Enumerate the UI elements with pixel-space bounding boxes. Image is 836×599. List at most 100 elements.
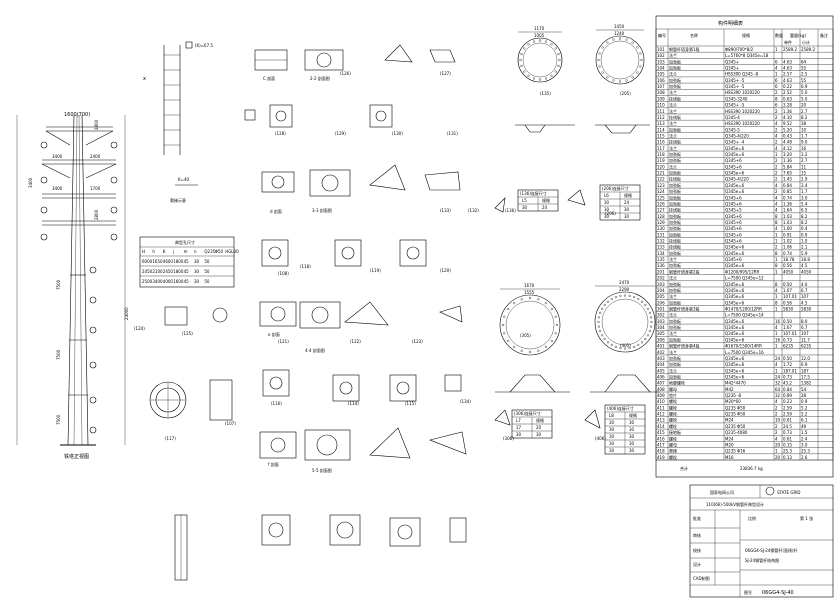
bom-cell: 1	[775, 344, 778, 349]
bom-cell: 0.9	[801, 232, 808, 237]
bom-cell: 125	[657, 195, 665, 200]
bom-cell: 17.5	[801, 374, 810, 379]
bom-cell: Q235 Φ16	[725, 449, 746, 454]
bom-cell: 加劲板	[669, 126, 681, 132]
bom-cell: 4.63	[783, 78, 792, 83]
bom-cell: 1.67	[783, 325, 792, 330]
tb-row-label: 设计	[693, 561, 701, 567]
view-44-label: 4-4 剖面图	[305, 347, 325, 353]
bom-cell: 130	[657, 226, 665, 231]
bom-cell: Φ1200/995/12RR	[725, 269, 760, 274]
bom-cell: 加劲板	[669, 287, 681, 293]
bom-cell: 131	[657, 232, 665, 237]
bom-cell: Q345e=6	[725, 183, 745, 188]
bom-cell: 法兰	[669, 102, 677, 108]
bom-cell: 12.0	[801, 356, 810, 361]
part-number-label: (205)	[620, 91, 631, 96]
part-number-bubbles: (126)(127)(128)(129)(130)(131)(132)(133)…	[134, 71, 631, 441]
tower-top-label: 1600(700)	[64, 112, 90, 118]
bom-cell: 407	[657, 381, 665, 386]
bom-cell: L=7500 Q345e=16	[725, 350, 764, 355]
bom-cell: 0.50	[783, 356, 792, 361]
bom-cell: 1.02	[783, 239, 792, 244]
bom-cell: 6.5	[801, 208, 808, 213]
bom-cell: 2	[775, 412, 778, 417]
bom-cell: 0.91	[783, 232, 792, 237]
hole-table-cell: 2500	[142, 279, 153, 284]
tb-row-label: 批准	[693, 515, 701, 521]
connection-table-title: (136)连接尺寸	[520, 190, 547, 196]
bom-cell: 0.73	[783, 430, 792, 435]
bolt-hole	[631, 76, 634, 79]
bom-cell: 418	[657, 449, 665, 454]
bom-cell: 64	[801, 59, 807, 64]
bom-cell: Q345e=6	[725, 189, 745, 194]
bom-cell: 2589.2	[801, 47, 815, 52]
bom-cell: 5.4	[801, 201, 808, 206]
bom-cell: 加劲板	[669, 231, 681, 237]
part-number-label: (130)	[392, 131, 403, 136]
bolt-hole	[631, 41, 634, 44]
bom-cell: 1	[775, 368, 778, 373]
drawing-name-2: SJ-24钢管杆结构图	[745, 557, 779, 563]
bom-cell: 133	[657, 245, 665, 250]
hole-table-cell: 2450	[142, 269, 153, 274]
bom-cell: 404	[657, 362, 665, 367]
bom-cell: 8.2	[801, 220, 808, 225]
bom-cell: 8	[775, 214, 778, 219]
bolt-hole	[625, 79, 628, 82]
bom-cell: 416	[657, 436, 665, 441]
bolt-hole	[513, 302, 516, 305]
flange-outer-ring	[595, 35, 645, 85]
dim-label: 7500	[56, 349, 61, 360]
bom-cell: 8	[775, 251, 778, 256]
bom-cell: 1.03	[783, 214, 792, 219]
bom-cell: 螺母	[669, 386, 677, 392]
tb-sheet-label: 第 1 张	[800, 515, 813, 521]
bom-cell: 2	[775, 405, 778, 410]
bom-cell: Q345+ -5	[725, 78, 745, 83]
bom-header: 备注	[820, 32, 828, 38]
bom-cell: 加劲板	[669, 262, 681, 268]
bom-cell: M42	[725, 387, 734, 392]
bom-cell: 4.63	[783, 66, 792, 71]
view-33-label: 3-3 剖面图	[312, 207, 332, 213]
bom-cell: 加劲板	[669, 170, 681, 176]
bom-cell: 4	[775, 121, 778, 126]
hole-table-header: n	[194, 249, 197, 254]
tower-crossarms	[41, 126, 117, 226]
bom-cell: 螺栓	[669, 435, 677, 441]
bom-cell: 3.2	[801, 152, 808, 157]
bom-cell: Q345e=6	[725, 356, 745, 361]
bom-cell: 409	[657, 393, 665, 398]
bom-cell: 117	[657, 146, 665, 151]
hole-table-header: H	[142, 249, 145, 254]
bom-cell: 法兰	[669, 71, 677, 77]
bom-cell: 412	[657, 412, 665, 417]
hole-table-header: Φ50	[215, 249, 224, 254]
bom-cell: 129	[657, 220, 665, 225]
bom-cell: 0.73	[783, 337, 792, 342]
bolt-hole	[507, 339, 510, 342]
flange-od-label: 1450	[614, 24, 625, 29]
connection-table-cell: 30	[522, 205, 528, 210]
bom-cell: 加劲板	[669, 361, 681, 367]
bom-cell: 1.36	[783, 109, 792, 114]
bom-cell: 10	[801, 127, 807, 132]
hole-table-cell: 4600	[163, 259, 174, 264]
connection-table-header: L5	[522, 198, 527, 203]
dim-label: 3400	[52, 154, 63, 159]
bom-cell: 0.56	[783, 263, 792, 268]
bolt-hole	[603, 303, 606, 307]
bom-cell: Q345e=6	[725, 300, 745, 305]
bom-cell: Q345-4	[725, 115, 740, 120]
bom-cell: 4.10	[783, 115, 792, 120]
connection-table-cell: 17	[516, 425, 522, 430]
bolt-hole	[527, 43, 530, 46]
bom-cell: Q345+6	[725, 164, 742, 169]
bom-cell: 20	[775, 442, 781, 447]
bolt-hole	[538, 78, 542, 81]
flange-outer-ring	[594, 291, 656, 353]
bom-cell: 4.48	[783, 140, 792, 145]
